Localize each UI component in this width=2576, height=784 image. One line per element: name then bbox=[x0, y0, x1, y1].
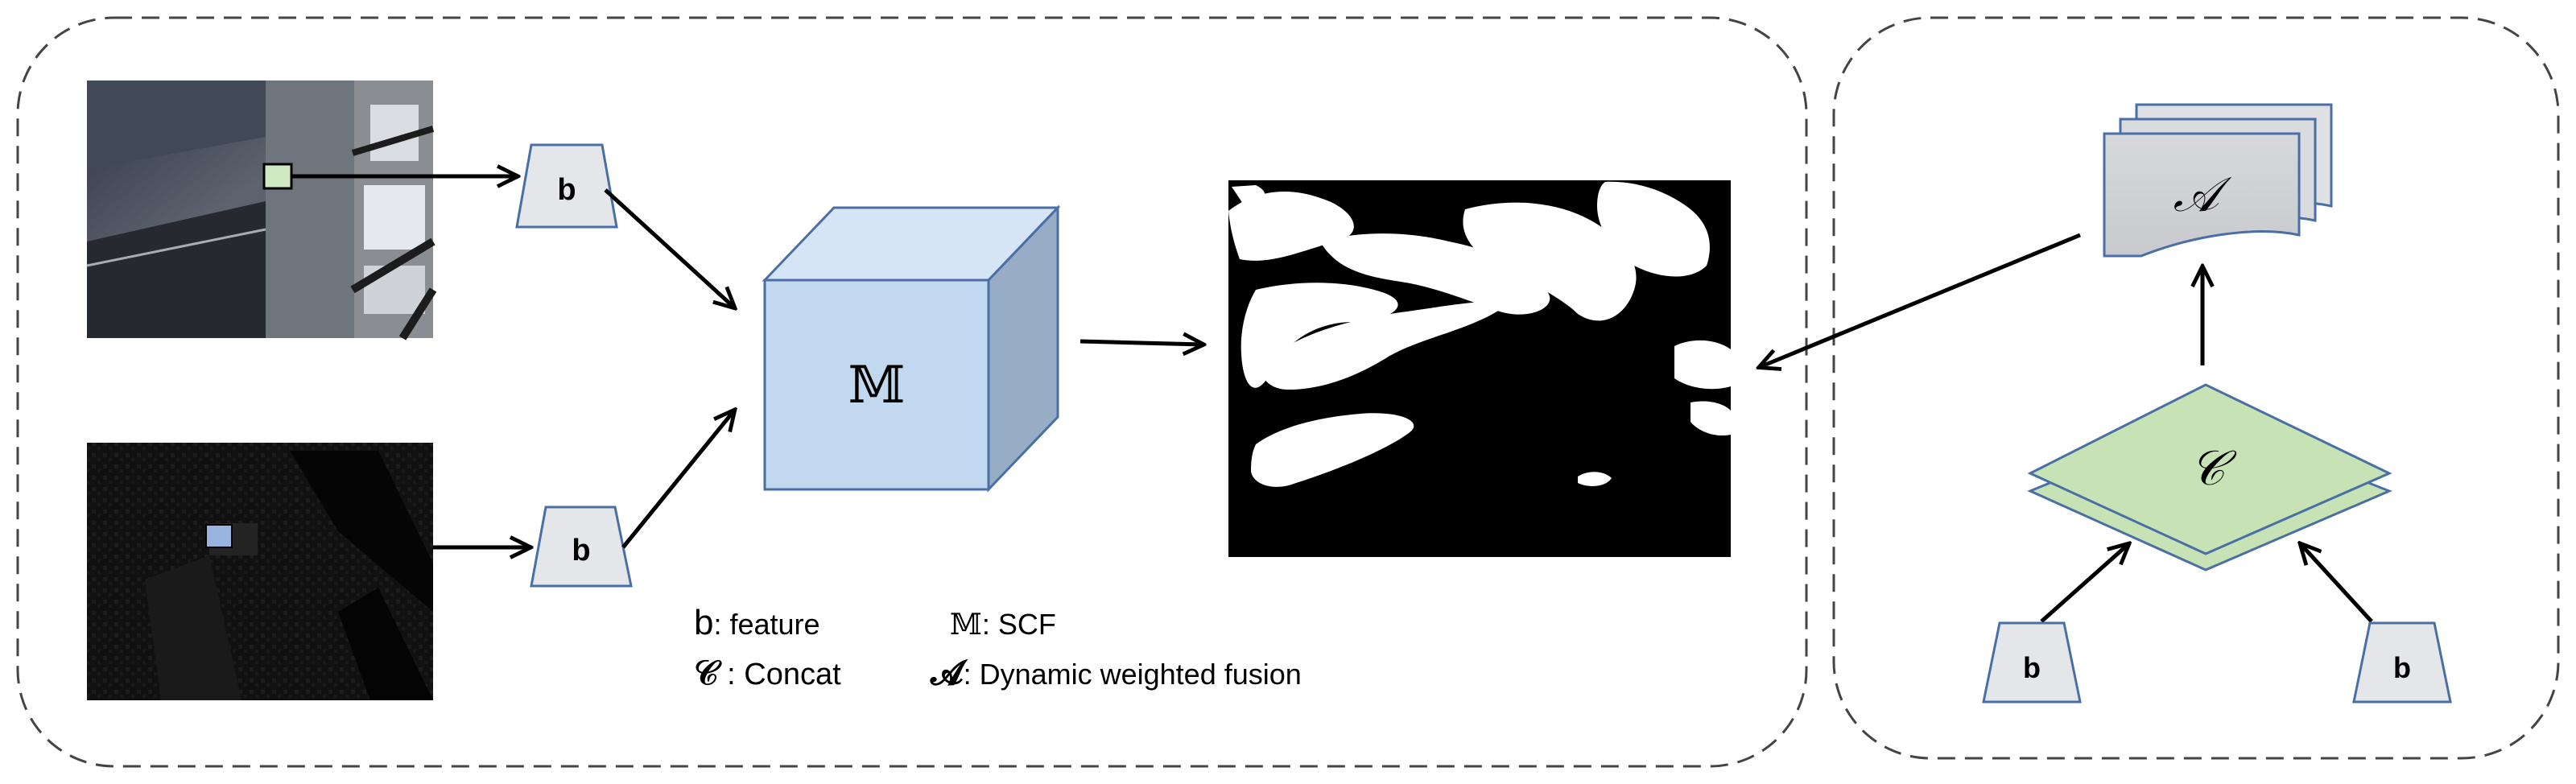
legend-fusion-text: : Dynamic weighted fusion bbox=[964, 658, 1302, 691]
depth-feature-block: b bbox=[530, 505, 633, 588]
legend-scf-text: : SCF bbox=[982, 608, 1056, 641]
depth-input-image bbox=[87, 443, 433, 700]
concat-left-feature-label: b bbox=[2023, 651, 2041, 684]
concat-right-feature-label: b bbox=[2393, 651, 2411, 684]
right-group-container bbox=[1832, 16, 2560, 760]
legend-concat-text: : Concat bbox=[719, 658, 842, 691]
scf-label: 𝕄 bbox=[848, 356, 906, 415]
legend-fusion-symbol: 𝓐 bbox=[930, 653, 968, 692]
rgb-input-image bbox=[86, 80, 437, 340]
concat-planes: 𝒞 bbox=[2027, 383, 2392, 571]
concat-left-feature-block: b bbox=[1982, 621, 2082, 704]
arrow-scf-to-output bbox=[1080, 341, 1203, 345]
rgb-feature-label: b bbox=[557, 173, 576, 207]
arrow-right-feature-to-concat bbox=[2301, 544, 2373, 623]
legend-feature: b: feature bbox=[694, 603, 820, 642]
left-group-container bbox=[16, 16, 1808, 768]
legend-fusion: 𝓐: Dynamic weighted fusion bbox=[930, 653, 1302, 692]
legend-feature-symbol: b bbox=[694, 603, 713, 642]
output-mask-image bbox=[1228, 180, 1731, 557]
rgb-feature-block: b bbox=[515, 143, 618, 229]
arrow-fusion-to-output bbox=[1760, 233, 2081, 367]
arrow-rgb-feature-to-scf bbox=[604, 188, 734, 307]
legend-concat-symbol: 𝒞 bbox=[694, 653, 722, 692]
legend-feature-text: : feature bbox=[713, 608, 819, 641]
arrow-depth-feature-to-scf bbox=[621, 411, 734, 549]
depth-feature-label: b bbox=[572, 534, 590, 567]
fusion-document-stack: 𝒜 bbox=[2103, 103, 2333, 258]
legend-scf-symbol: 𝕄 bbox=[950, 609, 982, 642]
scf-cube: 𝕄 bbox=[762, 204, 1061, 493]
legend-concat: 𝒞 : Concat bbox=[694, 653, 841, 692]
depth-patch-marker bbox=[205, 524, 233, 548]
rgb-patch-marker bbox=[262, 163, 293, 190]
legend-scf: 𝕄: SCF bbox=[950, 608, 1056, 642]
legend: b: feature 𝕄: SCF 𝒞 : Concat 𝓐: Dynamic … bbox=[694, 603, 1302, 692]
concat-right-feature-block: b bbox=[2352, 621, 2452, 704]
arrow-left-feature-to-concat bbox=[2040, 544, 2128, 623]
